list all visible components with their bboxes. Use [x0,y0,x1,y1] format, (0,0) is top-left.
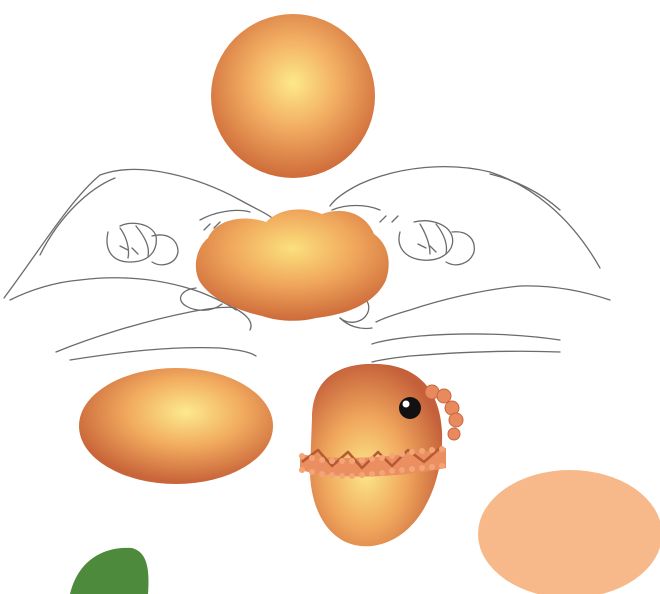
clay-ball [211,14,375,178]
clay-chick [299,364,463,546]
pinched-dough [196,209,389,320]
peach-oval-shape [478,470,660,594]
chick-eye [399,397,421,419]
clay-oval [79,368,273,484]
green-leaf [70,548,148,594]
